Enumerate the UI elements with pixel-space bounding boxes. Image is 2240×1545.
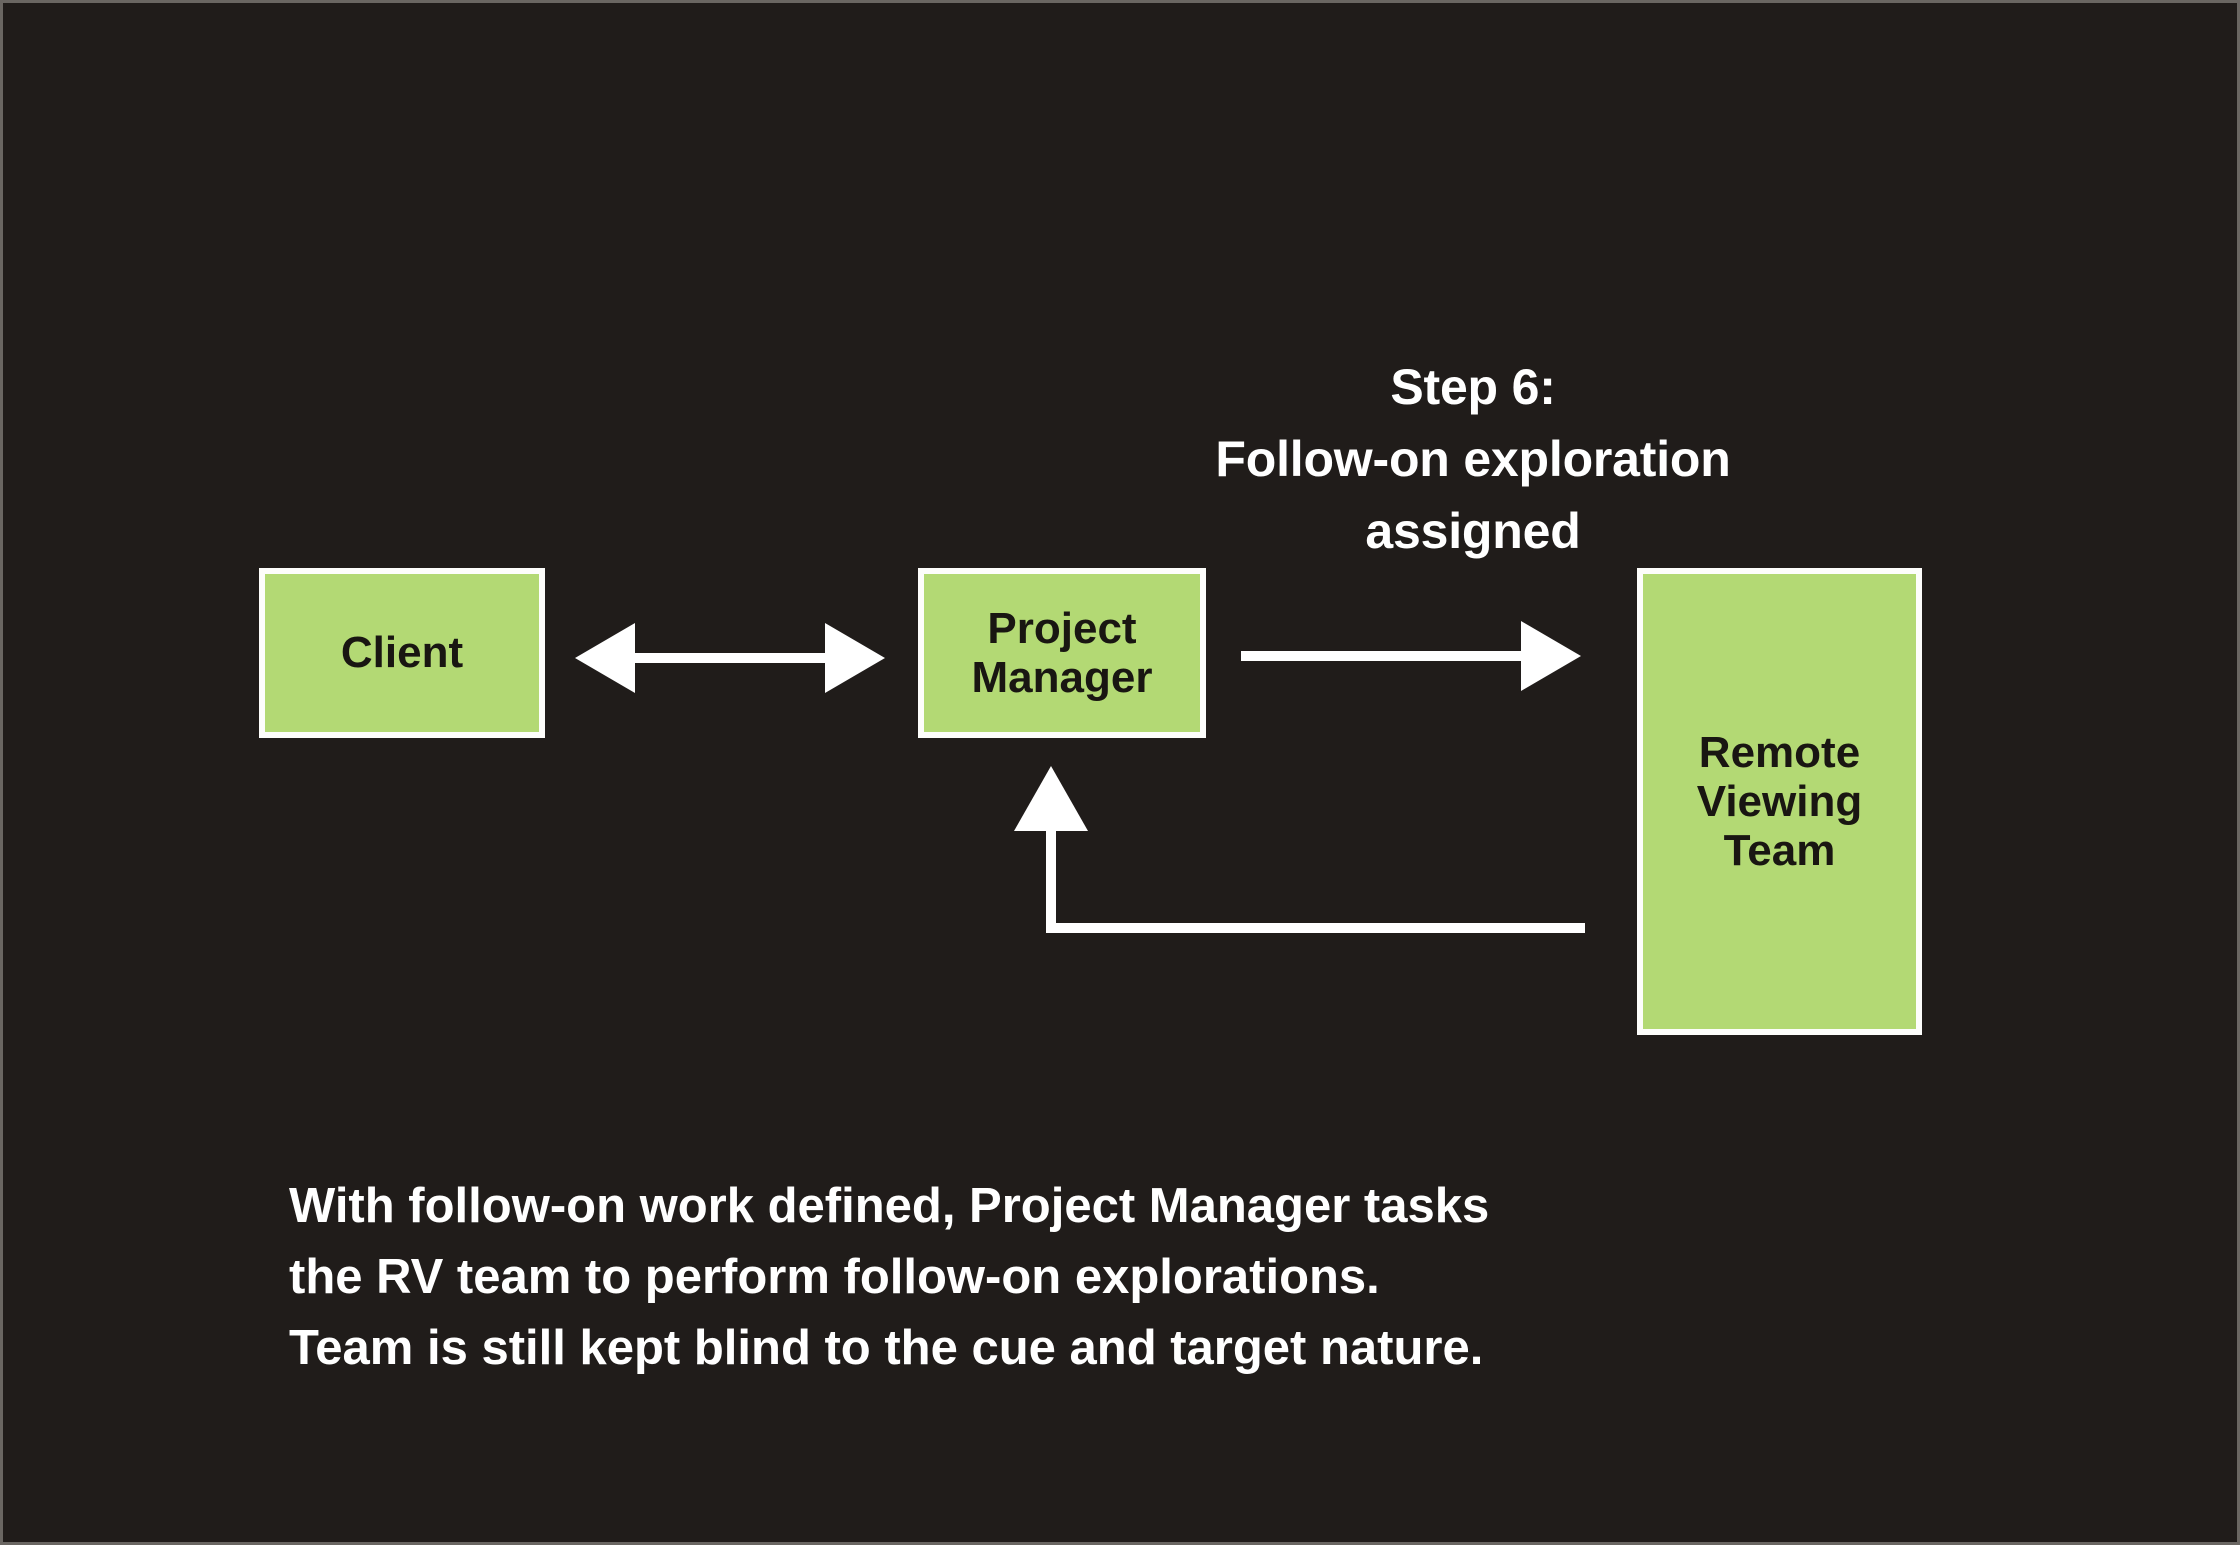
node-project-manager[interactable]: Project Manager (918, 568, 1206, 738)
connector-remote-viewing-team-feedback (1014, 766, 1585, 933)
connector-client-project-manager (575, 623, 885, 693)
node-client[interactable]: Client (259, 568, 545, 738)
step-title: Step 6: Follow-on exploration assigned (1215, 359, 1731, 559)
node-remote-viewing-team[interactable]: Remote Viewing Team (1637, 568, 1922, 1035)
connector-project-manager-remote-viewing-team (1241, 621, 1581, 691)
caption-text: With follow-on work defined, Project Man… (289, 1179, 1490, 1375)
